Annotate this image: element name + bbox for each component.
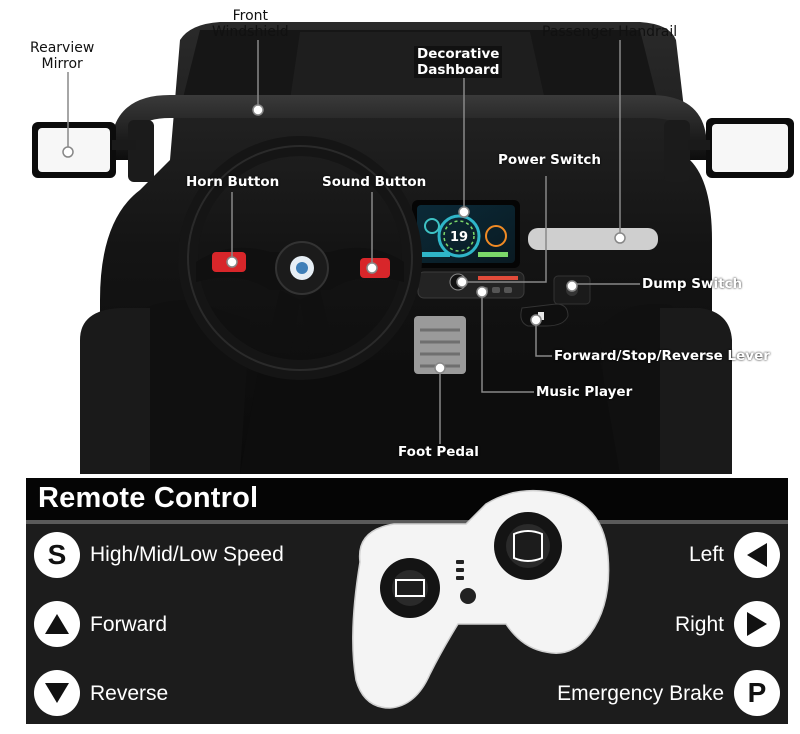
callout-sound-button: Sound Button [322, 174, 427, 190]
callout-rearview-mirror: Rearview Mirror [30, 40, 95, 72]
rc-label-reverse: Reverse [90, 682, 169, 705]
passenger-handrail [528, 228, 658, 250]
speed-s-glyph: S [47, 539, 67, 570]
callout-music-player: Music Player [536, 384, 633, 400]
remote-control-header [26, 478, 788, 520]
callout-decorative-dashboard: Decorative Dashboard [414, 46, 503, 78]
up-triangle-icon [34, 601, 80, 647]
rc-label-speed: High/Mid/Low Speed [90, 543, 284, 566]
callout-passenger-handrail: Passenger Handrail [542, 24, 678, 40]
rearview-mirror-right [688, 118, 794, 178]
callout-forward-stop-reverse-lever: Forward/Stop/Reverse Lever [554, 348, 770, 364]
callout-leader-lines [62, 40, 640, 444]
music-player-panel [417, 271, 525, 299]
callout-front-windshield: Front Windshield [212, 8, 289, 40]
down-triangle-icon [34, 670, 80, 716]
speed-readout: 19 [450, 230, 468, 245]
callout-power-switch: Power Switch [498, 152, 602, 168]
parking-p-icon: P [734, 670, 780, 716]
forward-stop-reverse-lever [520, 303, 569, 327]
rc-label-right: Right [674, 613, 724, 636]
speed-s-icon: S [34, 532, 80, 578]
rearview-mirror-left [32, 122, 136, 178]
rc-label-emergency-brake: Emergency Brake [557, 682, 724, 705]
remote-control-header-divider [26, 520, 788, 524]
callout-dump-switch: Dump Switch [642, 276, 743, 292]
remote-control-title: Remote Control [38, 482, 259, 514]
right-triangle-icon [734, 601, 780, 647]
decorative-dashboard-display: 19 [412, 200, 520, 268]
ride-on-car-cockpit-illustration: 19 [32, 22, 794, 474]
rc-label-forward: Forward [90, 613, 168, 636]
parking-p-glyph: P [747, 677, 767, 708]
remote-controller-illustration [352, 489, 610, 709]
steering-wheel [178, 136, 422, 380]
right-joystick [494, 512, 562, 580]
callout-horn-button: Horn Button [186, 174, 280, 190]
callout-foot-pedal: Foot Pedal [398, 444, 479, 460]
left-joystick [380, 558, 440, 618]
rc-label-left: Left [688, 543, 724, 566]
foot-pedal [414, 316, 466, 374]
left-triangle-icon [734, 532, 780, 578]
remote-center-button [460, 588, 476, 604]
